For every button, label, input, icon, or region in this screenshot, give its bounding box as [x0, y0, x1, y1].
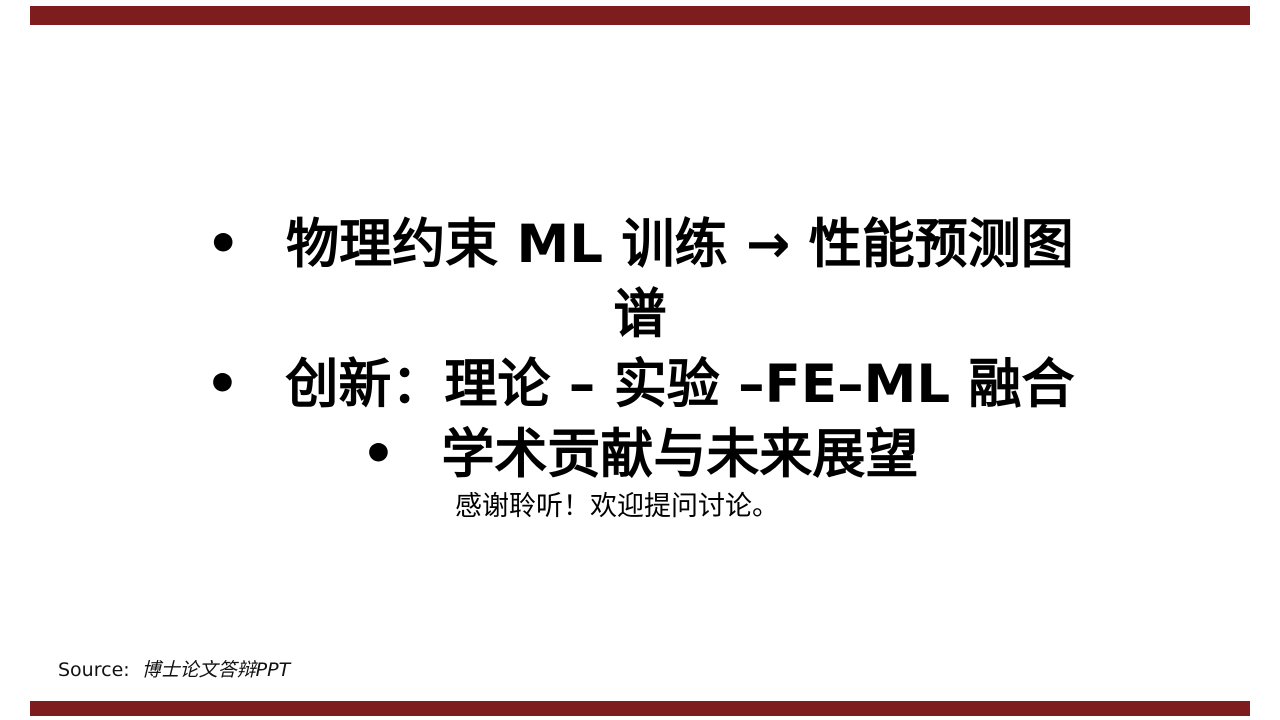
top-accent-bar: [30, 6, 1250, 25]
source-line: Source: 博士论文答辩PPT: [58, 655, 290, 682]
bullet-text: 创新：理论 – 实验 –FE–ML 融合: [285, 354, 1075, 415]
bullet-text: 学术贡献与未来展望: [441, 424, 919, 485]
source-label: Source:: [58, 659, 130, 681]
bottom-accent-bar: [30, 701, 1250, 716]
bullet-icon: •: [206, 214, 241, 275]
bullet-item: • 创新：理论 – 实验 –FE–ML 融合: [0, 350, 1280, 420]
bullet-item-wrapped-line: 谱: [0, 280, 1280, 350]
thanks-text: 感谢聆听！欢迎提问讨论。: [455, 491, 779, 522]
bullet-list: • 物理约束 ML 训练 → 性能预测图 谱 • 创新：理论 – 实验 –FE–ML…: [0, 210, 1280, 490]
bullet-icon: •: [205, 354, 240, 415]
bullet-text: 物理约束 ML 训练 → 性能预测图: [286, 214, 1074, 275]
bullet-icon: •: [361, 424, 396, 485]
bullet-text-continuation: 谱: [613, 284, 667, 345]
bullet-item: • 物理约束 ML 训练 → 性能预测图: [0, 210, 1280, 280]
source-text: 博士论文答辩PPT: [141, 659, 291, 681]
bullet-item: • 学术贡献与未来展望: [0, 420, 1280, 490]
